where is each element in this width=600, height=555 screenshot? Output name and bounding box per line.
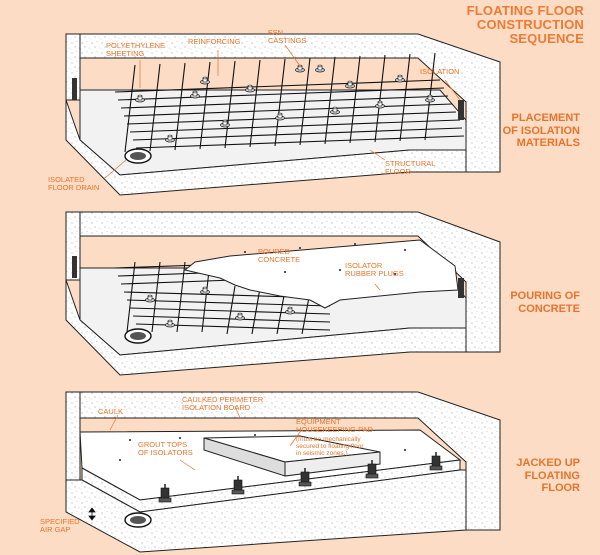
label-perimeter: CAULKED PERIMETER ISOLATION BOARD: [182, 396, 263, 412]
label-structural-floor: STRUCTURAL FLOOR: [385, 160, 435, 176]
panel-placement: [65, 33, 501, 196]
leader-lines: [104, 44, 461, 179]
label-line: STRUCTURAL: [385, 159, 436, 168]
label-rubber-plugs: ISOLATOR RUBBER PLUGS: [345, 262, 404, 278]
label-line: FSN: [268, 28, 283, 37]
step-placement: PLACEMENT OF ISOLATION MATERIALS: [470, 112, 580, 150]
label-line: OF ISOLATORS: [138, 448, 193, 457]
label-line: POLYETHYLENE: [106, 41, 166, 50]
step-line: MATERIALS: [516, 137, 580, 149]
label-air-gap: SPECIFIED AIR GAP: [40, 518, 80, 534]
label-reinforcing: REINFORCING: [188, 38, 241, 46]
floor-drain-icon: [124, 148, 152, 164]
label-line: FLOOR: [385, 167, 411, 176]
step-line: OF ISOLATION: [502, 124, 580, 137]
label-line: in seismic zones.): [296, 450, 348, 457]
label-floor-drain: ISOLATED FLOOR DRAIN: [48, 176, 99, 192]
poured-concrete: [183, 239, 459, 309]
reinforcing-mesh: [114, 52, 465, 153]
panel-jacked: [65, 391, 501, 553]
label-line: GROUT TOPS: [138, 440, 188, 449]
step-line: PLACEMENT: [511, 112, 580, 124]
label-polyethylene: POLYETHYLENE SHEETING: [106, 42, 165, 58]
label-line: EQUIPMENT: [296, 417, 341, 426]
label-line: CONCRETE: [258, 255, 301, 264]
label-line: CASTINGS: [268, 36, 307, 45]
label-line: ISOLATOR: [345, 261, 383, 270]
label-isolation: ISOLATION: [420, 68, 459, 76]
label-line: ISOLATION BOARD: [182, 403, 251, 412]
title-line: SEQUENCE: [509, 31, 584, 46]
step-line: POURING OF: [510, 290, 580, 302]
slab-front: [65, 99, 467, 196]
label-line: AIR GAP: [40, 525, 71, 534]
label-line: ISOLATION: [420, 67, 460, 76]
rubber-plugs: [244, 243, 406, 275]
label-line: SPECIFIED: [40, 517, 80, 526]
step-line: CONCRETE: [518, 302, 580, 315]
step-jacked: JACKED UP FLOATING FLOOR: [470, 457, 580, 495]
isolation-pad-left: [72, 78, 77, 100]
label-grout-tops: GROUT TOPS OF ISOLATORS: [138, 441, 193, 457]
label-line: REINFORCING: [188, 37, 241, 46]
label-line: CAULKED PERIMETER: [182, 395, 264, 404]
title-line: FLOATING FLOOR: [466, 3, 584, 18]
step-pouring: POURING OF CONCRETE: [470, 290, 580, 315]
title-line: CONSTRUCTION: [476, 17, 584, 32]
step-line: JACKED UP: [516, 457, 580, 469]
step-line: FLOOR: [541, 482, 581, 494]
step-line: FLOATING: [524, 469, 580, 482]
label-housekeeping-pad: EQUIPMENT HOUSEKEEPING PAD: [296, 418, 373, 434]
label-line: FLOOR DRAIN: [48, 183, 100, 192]
diagram-title: FLOATING FLOOR CONSTRUCTION SEQUENCE: [414, 4, 584, 46]
label-pad-note: (must be mechanically secured to floatin…: [296, 436, 364, 457]
label-line: ISOLATED: [48, 175, 85, 184]
label-line: CAULK: [98, 407, 124, 416]
label-line: RUBBER PLUGS: [345, 269, 404, 278]
label-line: secured to floating floor: [296, 443, 364, 450]
label-line: POURED: [258, 247, 291, 256]
label-line: (must be mechanically: [296, 436, 361, 443]
label-caulk: CAULK: [98, 408, 123, 416]
label-line: HOUSEKEEPING PAD: [296, 425, 373, 434]
label-poured-concrete: POURED CONCRETE: [258, 248, 300, 264]
panel-pouring: [65, 211, 501, 376]
label-line: SHEETING: [106, 49, 145, 58]
isolation-pad-right: [458, 100, 464, 120]
air-gap-marker: [88, 507, 96, 521]
label-fsn-castings: FSN CASTINGS: [268, 29, 306, 45]
